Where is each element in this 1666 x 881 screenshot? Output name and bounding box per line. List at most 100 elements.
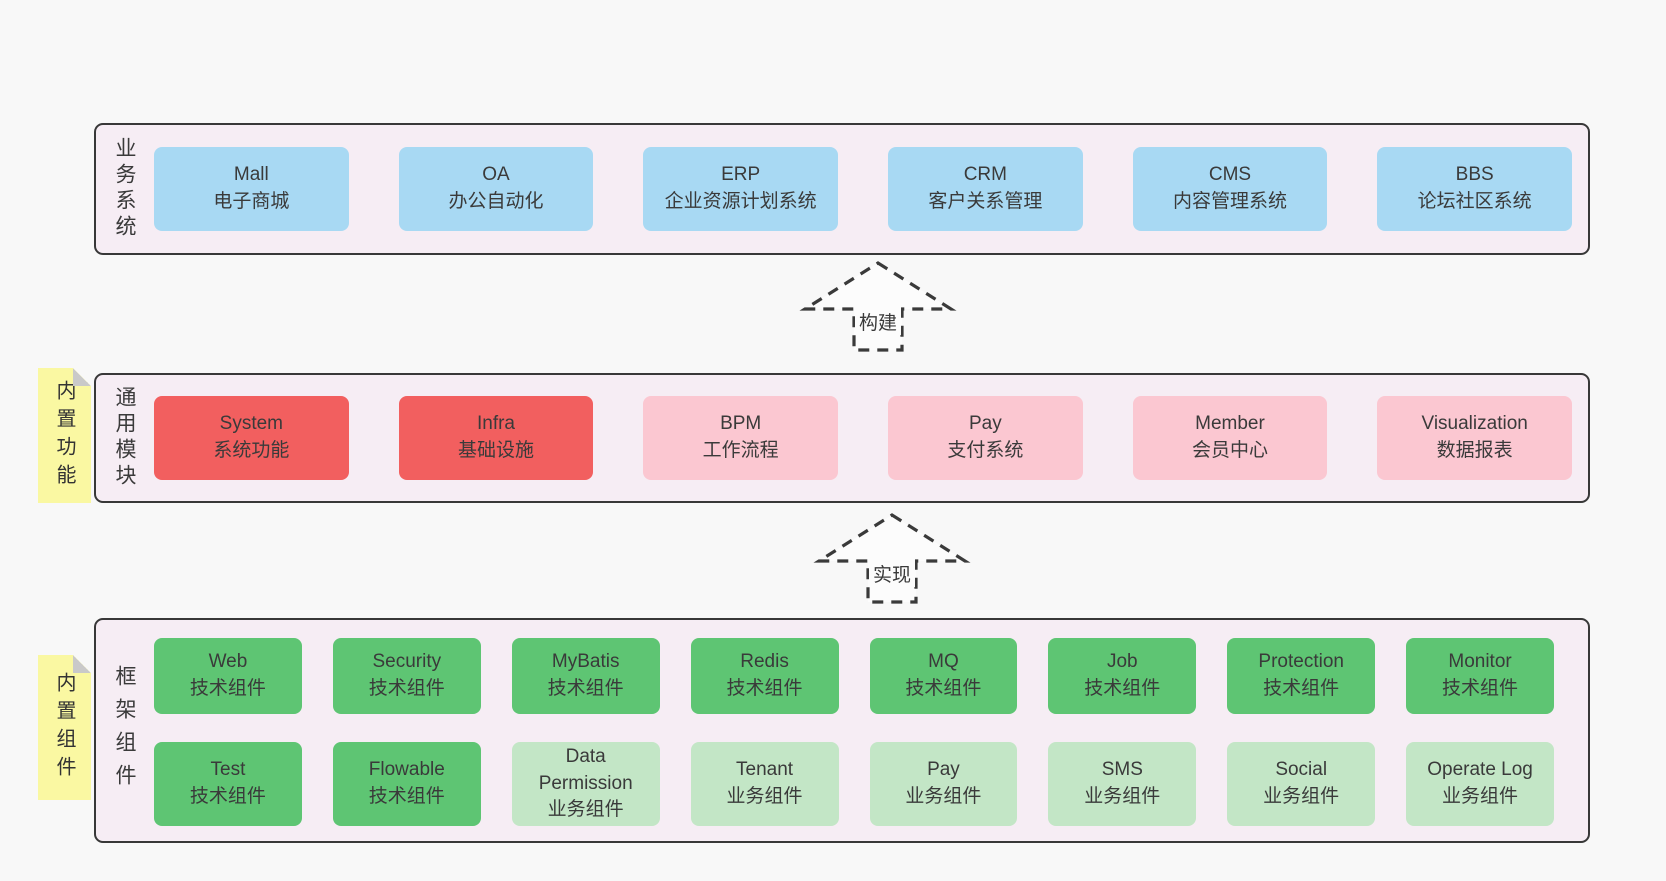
box-title: BBS [1455, 164, 1494, 186]
box-subtitle: 会员中心 [1191, 440, 1268, 461]
panel-business-label: 业务系统 [113, 137, 136, 241]
box-system: System 系统功能 [154, 396, 349, 480]
arrow-implement-up: 实现 [813, 513, 971, 604]
box-subtitle: 技术组件 [368, 678, 445, 699]
box-subtitle: 支付系统 [947, 440, 1024, 461]
arrow-build-up: 构建 [799, 261, 957, 352]
box-redis: Redis 技术组件 [690, 638, 839, 714]
box-title: OA [482, 164, 510, 186]
box-subtitle: 技术组件 [905, 678, 982, 699]
box-pay: Pay 业务组件 [869, 742, 1018, 826]
box-title: BPM [720, 413, 762, 435]
box-sms: SMS 业务组件 [1048, 742, 1197, 826]
box-title: CMS [1208, 164, 1252, 186]
note-built-in-components-label: 内置组件 [53, 671, 75, 784]
box-mybatis: MyBatis 技术组件 [511, 638, 660, 714]
panel-business-systems: 业务系统 Mall 电子商城 OA 办公自动化 ERP 企业资源计划系统 CRM 客户关系管理… [94, 123, 1590, 255]
box-subtitle: 客户关系管理 [928, 191, 1043, 212]
box-infra: Infra 基础设施 [398, 396, 594, 480]
box-subtitle: 业务组件 [726, 786, 803, 807]
box-subtitle: 技术组件 [189, 786, 266, 807]
box-subtitle: 技术组件 [726, 678, 803, 699]
box-subtitle: 技术组件 [547, 678, 624, 699]
box-subtitle: 技术组件 [1442, 678, 1519, 699]
box-title: Operate Log [1427, 759, 1533, 781]
block-arrow-up-icon [799, 261, 957, 352]
box-erp: ERP 企业资源计划系统 [643, 147, 838, 231]
box-oa: OA 办公自动化 [398, 147, 594, 231]
box-title: Job [1106, 651, 1138, 673]
box-title: Redis [740, 651, 789, 673]
box-subtitle: 技术组件 [368, 786, 445, 807]
box-tenant: Tenant 业务组件 [690, 742, 839, 826]
box-title: Security [372, 651, 442, 673]
arrow-label-backdrop [855, 307, 901, 335]
box-subtitle: 工作流程 [702, 440, 779, 461]
arrow-label-backdrop [869, 559, 915, 587]
box-title: Flowable [368, 759, 445, 781]
box-bpm: BPM 工作流程 [643, 396, 838, 480]
box-subtitle: 技术组件 [189, 678, 266, 699]
box-title: MQ [928, 651, 959, 673]
box-title: ERP [721, 164, 761, 186]
box-subtitle: 办公自动化 [448, 191, 544, 212]
box-web: Web 技术组件 [154, 638, 302, 714]
box-pay: Pay 支付系统 [888, 396, 1083, 480]
box-subtitle: 技术组件 [1263, 678, 1340, 699]
business-boxes: Mall 电子商城 OA 办公自动化 ERP 企业资源计划系统 CRM 客户关系管理 CMS 内容… [154, 147, 1572, 231]
note-built-in-components: 内置组件 [38, 655, 91, 800]
box-title: Protection [1258, 651, 1344, 673]
box-mq: MQ 技术组件 [869, 638, 1018, 714]
panel-framework-label: 框架组件 [113, 664, 136, 797]
box-title: Social [1275, 759, 1328, 781]
box-title: Web [208, 651, 248, 673]
box-subtitle: 业务组件 [1263, 786, 1340, 807]
note-built-in-features: 内置功能 [38, 368, 91, 503]
panel-modules-label: 通用模块 [113, 386, 136, 490]
box-title: Pay [927, 759, 960, 781]
box-flowable: Flowable 技术组件 [332, 742, 481, 826]
box-title: Tenant [736, 759, 794, 781]
box-test: Test 技术组件 [154, 742, 302, 826]
box-subtitle: 业务组件 [905, 786, 982, 807]
box-monitor: Monitor 技术组件 [1406, 638, 1554, 714]
box-subtitle: 数据报表 [1436, 440, 1513, 461]
box-title: Visualization [1421, 413, 1528, 435]
box-job: Job 技术组件 [1048, 638, 1197, 714]
box-social: Social 业务组件 [1227, 742, 1376, 826]
box-subtitle: 电子商城 [213, 191, 290, 212]
box-subtitle: 系统功能 [213, 440, 290, 461]
box-title: Test [210, 759, 246, 781]
box-subtitle: 业务组件 [1084, 786, 1161, 807]
box-subtitle: 业务组件 [1442, 786, 1519, 807]
arrow-implement-label: 实现 [873, 564, 911, 586]
box-title: System [219, 413, 283, 435]
box-title: Pay [968, 413, 1002, 435]
box-bbs: BBS 论坛社区系统 [1377, 147, 1572, 231]
box-title: Monitor [1448, 651, 1512, 673]
block-arrow-up-icon [813, 513, 971, 604]
box-protection: Protection 技术组件 [1227, 638, 1376, 714]
box-subtitle: 企业资源计划系统 [664, 191, 817, 212]
panel-common-modules: 通用模块 System 系统功能 Infra 基础设施 BPM 工作流程 Pay 支付系统 Me… [94, 373, 1590, 503]
box-visualization: Visualization 数据报表 [1377, 396, 1572, 480]
box-title: Member [1195, 413, 1265, 435]
module-boxes: System 系统功能 Infra 基础设施 BPM 工作流程 Pay 支付系统 Member 会… [154, 396, 1572, 480]
box-title: MyBatis [551, 651, 620, 673]
box-title: Data Permission [538, 745, 633, 794]
box-title: Infra [476, 413, 515, 435]
box-subtitle: 基础设施 [457, 440, 534, 461]
box-subtitle: 内容管理系统 [1172, 191, 1287, 212]
box-member: Member 会员中心 [1132, 396, 1328, 480]
box-title: CRM [963, 164, 1007, 186]
box-subtitle: 技术组件 [1084, 678, 1161, 699]
arrow-build-label: 构建 [859, 312, 897, 334]
box-title: SMS [1101, 759, 1143, 781]
box-title: Mall [233, 164, 269, 186]
box-subtitle: 论坛社区系统 [1417, 191, 1532, 212]
note-built-in-features-label: 内置功能 [53, 379, 75, 492]
